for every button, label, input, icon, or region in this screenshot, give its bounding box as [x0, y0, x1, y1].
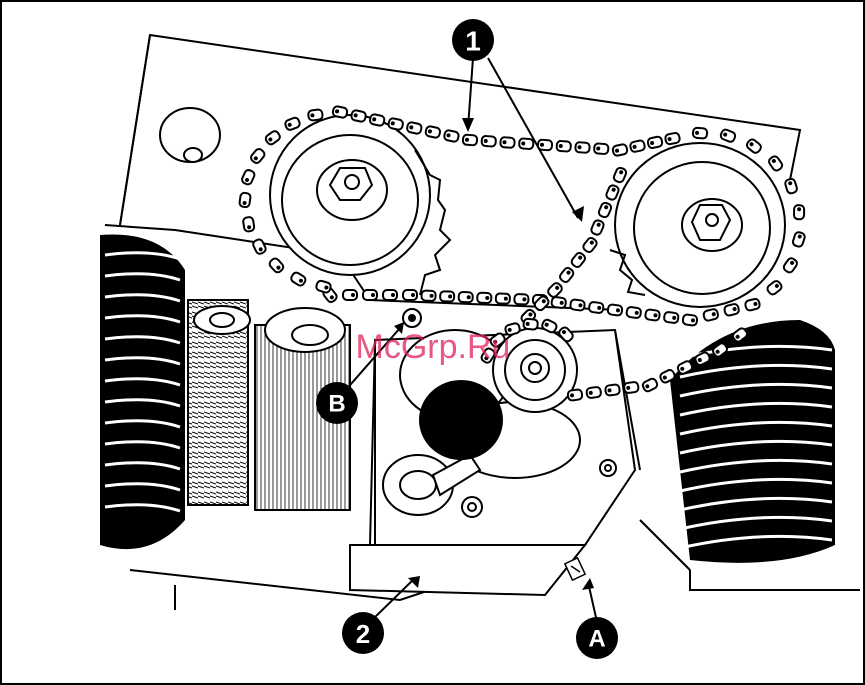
chain-link — [605, 384, 620, 396]
chain-link — [724, 303, 740, 316]
chain-link — [575, 142, 590, 153]
chain-link — [481, 136, 496, 147]
chain-link — [463, 135, 478, 146]
chain-link — [567, 389, 582, 401]
chain-link — [693, 127, 708, 138]
chain-link — [351, 110, 367, 123]
chain-link — [308, 109, 323, 121]
chain-link — [682, 314, 697, 326]
chain-link — [630, 140, 646, 153]
chain-link — [556, 141, 571, 152]
chain-link — [440, 291, 454, 302]
chain-link — [594, 143, 609, 154]
chain-link — [794, 205, 804, 219]
left-ribbed-pipe — [188, 300, 250, 505]
balancer-shaft-knob — [419, 380, 503, 460]
chain-link — [745, 298, 761, 311]
chain-link — [403, 290, 417, 300]
chain-link — [388, 118, 404, 131]
chain-link — [500, 137, 515, 148]
chain-link — [624, 382, 639, 394]
chain-link — [459, 292, 473, 303]
chain-link — [647, 136, 663, 149]
chain-link — [665, 132, 681, 145]
chain-link — [523, 319, 538, 330]
block-boss-upper-left — [160, 108, 220, 162]
chain-link — [514, 294, 528, 305]
chain-link — [519, 138, 534, 149]
callout-b-label: B — [328, 391, 345, 418]
chain-link — [421, 290, 435, 301]
chain-link — [363, 290, 377, 300]
chain-link — [239, 192, 251, 207]
chain-link — [406, 122, 422, 135]
chain-link — [444, 130, 460, 143]
fixing-pin-b — [403, 309, 421, 327]
callout-a: A — [576, 617, 618, 659]
callout-1: 1 — [452, 19, 494, 61]
chain-link — [645, 309, 660, 321]
right-corrugated-hose — [670, 320, 835, 563]
callout-a-label: A — [588, 626, 605, 653]
chain-link — [703, 308, 719, 321]
chain-link — [343, 290, 357, 300]
chain-link — [383, 290, 397, 300]
chain-link — [332, 106, 348, 119]
chain-link — [496, 293, 510, 304]
callout-1-label: 1 — [465, 26, 481, 57]
chain-link — [369, 114, 385, 127]
chain-link — [570, 299, 585, 311]
chain-link — [477, 293, 491, 304]
chain-link — [664, 312, 679, 324]
callout-2: 2 — [342, 612, 384, 654]
chain-link — [612, 144, 628, 157]
callout-2-label: 2 — [356, 619, 370, 649]
chain-link — [607, 304, 622, 316]
chain-link — [425, 126, 441, 139]
chain-link — [551, 297, 566, 309]
left-corrugated-hose — [100, 234, 185, 549]
chain-link — [586, 387, 601, 399]
chain-link — [243, 217, 255, 232]
callout-b: B — [316, 382, 358, 424]
chain-link — [589, 302, 604, 314]
watermark-text: McGrp.Ru — [356, 328, 511, 366]
chain-link — [626, 307, 641, 319]
